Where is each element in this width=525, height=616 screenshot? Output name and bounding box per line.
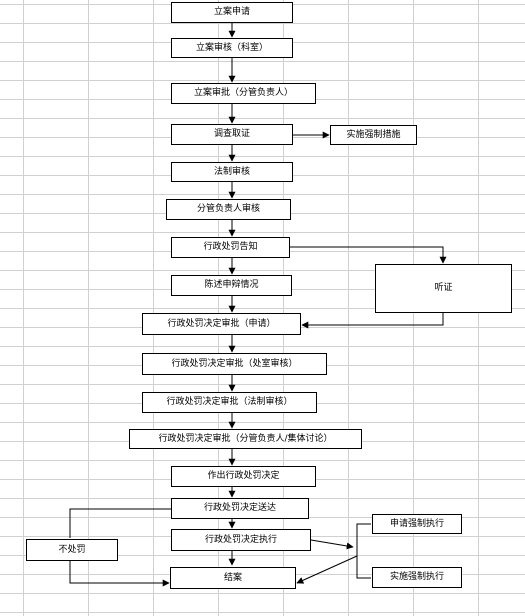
- step-apply-enforcement: 申请强制执行: [372, 514, 462, 534]
- arrow-no-penalty-to-end: [69, 561, 170, 587]
- arrow-hearing-to-decision: [301, 313, 444, 329]
- step-execute: 行政处罚决定执行: [171, 529, 311, 551]
- step-enforce: 实施强制执行: [372, 567, 462, 588]
- step-deliver: 行政处罚决定送达: [171, 498, 309, 519]
- step-coercive-measures: 实施强制措施: [330, 125, 417, 145]
- step-decision-apply: 行政处罚决定审批（申请）: [142, 313, 301, 335]
- step-leader-review: 分管负责人审核: [166, 199, 291, 220]
- arrow-notice-to-hearing: [290, 246, 447, 264]
- step-review-section: 立案审核（科室）: [171, 38, 293, 58]
- line-deliver-to-no-penalty: [69, 508, 171, 538]
- step-make-decision: 作出行政处罚决定: [171, 466, 316, 487]
- step-decision-collective: 行政处罚决定审批（分管负责人/集体讨论）: [129, 429, 362, 449]
- arrow-execute-to-branch: [310, 539, 354, 550]
- line-branch-connector: [356, 523, 371, 579]
- step-hearing: 听证: [375, 264, 512, 313]
- step-no-penalty: 不处罚: [26, 539, 118, 561]
- step-notice: 行政处罚告知: [171, 237, 290, 258]
- step-investigation: 调查取证: [171, 124, 293, 145]
- step-legal-review: 法制审核: [171, 162, 293, 182]
- step-decision-legal: 行政处罚决定审批（法制审核）: [142, 392, 317, 413]
- step-approval-leader: 立案审批（分管负责人）: [171, 83, 316, 104]
- step-decision-division: 行政处罚决定审批（处室审核）: [142, 353, 327, 375]
- arrow-branch-to-end: [296, 555, 358, 584]
- step-application: 立案申请: [171, 2, 293, 23]
- step-end: 结案: [170, 567, 296, 589]
- step-defense: 陈述申辩情况: [171, 275, 292, 296]
